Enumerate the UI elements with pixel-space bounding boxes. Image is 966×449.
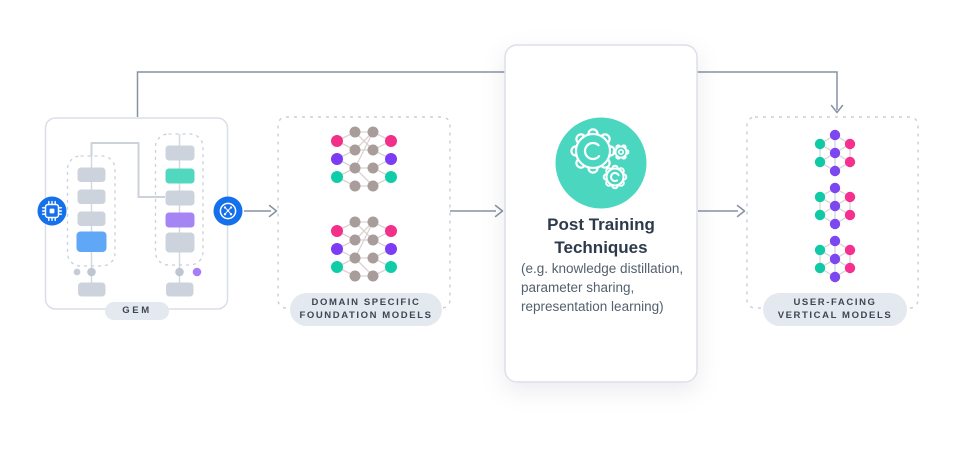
gem-label-pill: GEM xyxy=(105,302,169,320)
domain-label-line1: DOMAIN SPECIFIC xyxy=(311,297,421,308)
domain-specific-box xyxy=(277,116,451,309)
gem-box xyxy=(44,117,229,310)
flow-arrow-posttraining-to-user xyxy=(698,204,746,218)
user-facing-label-pill: USER-FACING VERTICAL MODELS xyxy=(763,293,907,326)
post-training-title-line1: Post Training xyxy=(547,215,655,234)
domain-specific-label-pill: DOMAIN SPECIFIC FOUNDATION MODELS xyxy=(290,293,442,326)
post-training-subtitle: (e.g. knowledge distillation, parameter … xyxy=(521,259,693,316)
flow-arrow-domain-to-posttraining xyxy=(443,204,504,218)
post-training-subtitle-line1: (e.g. knowledge distillation, xyxy=(521,261,684,276)
gem-label: GEM xyxy=(122,304,152,316)
user-facing-label-line1: USER-FACING xyxy=(793,297,877,308)
post-training-subtitle-line2: parameter sharing, xyxy=(521,280,635,295)
user-facing-label-line2: VERTICAL MODELS xyxy=(777,309,893,321)
gem-right-stack xyxy=(165,145,195,253)
post-training-subtitle-line3: representation learning) xyxy=(521,299,664,314)
gears-icon xyxy=(555,117,647,209)
post-training-title: Post Training Techniques xyxy=(505,213,697,259)
top-route-arrow xyxy=(136,71,844,117)
flow-arrow-gem-to-domain xyxy=(244,204,278,218)
post-training-card xyxy=(504,44,698,383)
user-facing-box xyxy=(746,116,919,309)
brain-icon xyxy=(213,196,243,226)
post-training-title-line2: Techniques xyxy=(554,238,648,257)
chip-icon xyxy=(37,196,67,226)
domain-label-line2: FOUNDATION MODELS xyxy=(299,309,433,321)
gem-left-stack xyxy=(76,167,107,252)
